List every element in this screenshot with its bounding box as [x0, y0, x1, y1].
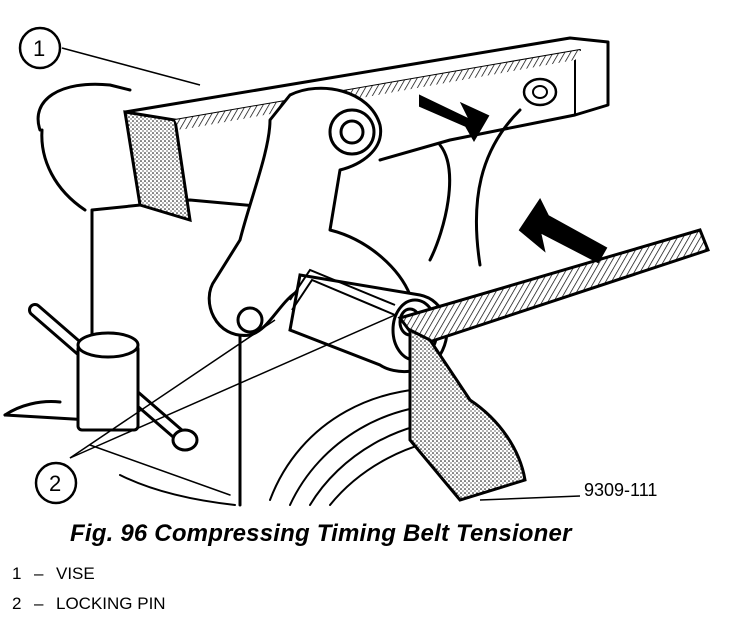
leader-2 [69, 319, 276, 459]
legend-dash: – [34, 564, 44, 583]
figure-caption: Fig. 96 Compressing Timing Belt Tensione… [70, 520, 572, 547]
figure-reference-code: 9309-111 [584, 480, 658, 500]
legend-label: VISE [56, 564, 95, 583]
arrow-up-icon [518, 198, 608, 264]
leader-1 [61, 47, 201, 86]
jaw-bolt [522, 77, 558, 107]
legend-dash: – [34, 594, 44, 613]
legend-item: 2–LOCKING PIN [12, 594, 166, 614]
lower-jaw [397, 228, 710, 347]
legend-number: 1 [12, 564, 22, 583]
callout-1-circle [18, 26, 62, 70]
callout-2-circle [34, 461, 78, 505]
legend-label: LOCKING PIN [56, 594, 166, 613]
legend-item: 1–VISE [12, 564, 95, 584]
housing-outline [36, 82, 132, 132]
arrow-down-icon [419, 94, 490, 142]
callout-1-number: 1 [33, 36, 45, 61]
legend-number: 2 [12, 594, 22, 613]
jaw-face [123, 110, 192, 223]
upper-jaw [123, 36, 610, 162]
tensioner-diagram: 1 2 [3, 26, 710, 507]
locking-pin-wire [289, 268, 396, 306]
callout-2-number: 2 [49, 471, 61, 496]
arm-lower-hole [236, 306, 264, 334]
